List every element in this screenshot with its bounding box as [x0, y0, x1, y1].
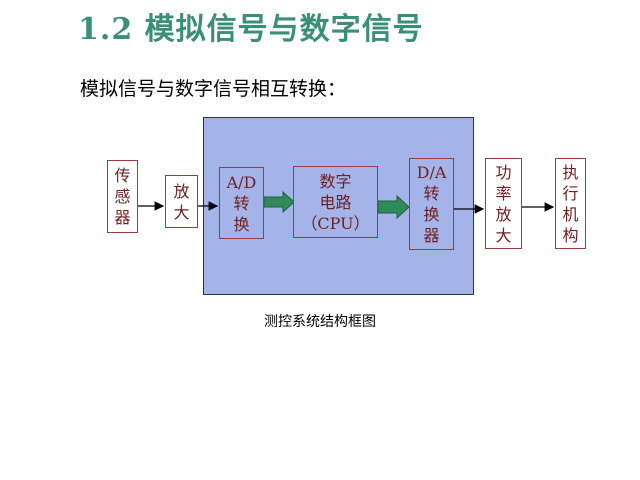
- block-actuator: 执 行 机 构: [555, 158, 586, 249]
- block-da-converter: D/A 转 换 器: [409, 158, 454, 250]
- block-digital-circuit: 数字 电路 （CPU）: [293, 166, 378, 238]
- block-power-amplifier: 功 率 放 大: [485, 158, 522, 249]
- block-sensor-label: 传 感 器: [114, 166, 131, 227]
- block-digital-circuit-label: 数字 电路 （CPU）: [301, 171, 370, 233]
- block-power-amplifier-label: 功 率 放 大: [495, 162, 512, 245]
- block-sensor: 传 感 器: [107, 160, 138, 233]
- diagram-caption: 测控系统结构框图: [264, 314, 376, 330]
- block-amplifier-label: 放 大: [173, 181, 190, 222]
- page-subtitle: 模拟信号与数字信号相互转换：: [80, 78, 347, 100]
- fat-arrow-ad-to-cpu: [263, 190, 295, 214]
- fat-arrow-cpu-to-da: [377, 194, 410, 220]
- block-ad-converter-label: A/D 转 换: [226, 172, 257, 234]
- page-title: 1.2 模拟信号与数字信号: [78, 12, 424, 47]
- block-ad-converter: A/D 转 换: [219, 167, 264, 239]
- block-amplifier: 放 大: [165, 175, 198, 228]
- block-actuator-label: 执 行 机 构: [562, 162, 579, 245]
- block-da-converter-label: D/A 转 换 器: [416, 163, 447, 245]
